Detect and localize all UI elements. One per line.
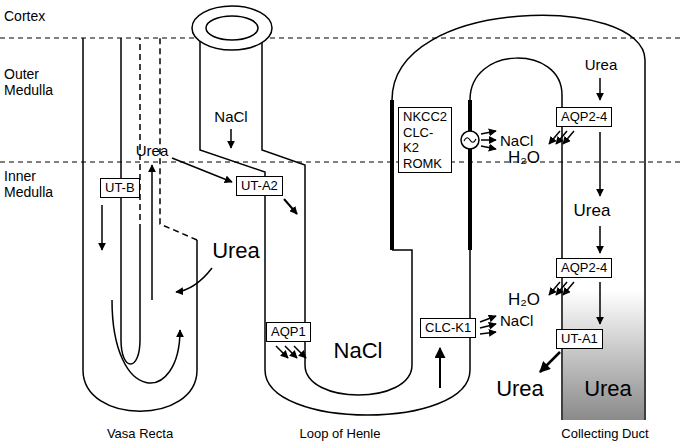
nephron-wall	[200, 41, 470, 415]
solute-label: NaCl	[334, 338, 383, 363]
box-text: CLC-K1	[425, 320, 471, 336]
solute-label: H₂O	[508, 290, 540, 310]
flow-arrow	[112, 300, 180, 383]
section-title: Loop of Henle	[300, 427, 381, 442]
flow-arrow	[172, 158, 232, 182]
zone-boundary	[0, 162, 684, 163]
vasa-recta-wall	[121, 38, 140, 364]
box-text: AQP2-4	[561, 109, 607, 125]
flow-arrow	[151, 165, 153, 300]
flow-arrow	[101, 205, 103, 250]
tubule-wall	[392, 15, 645, 420]
solute-label: Urea	[136, 142, 169, 159]
solute-label: NaCl	[500, 312, 533, 329]
zone-label: Inner Medulla	[4, 168, 68, 200]
flow-arrow	[480, 332, 496, 334]
nephron-wall	[262, 42, 412, 395]
box-text: UT-B	[105, 180, 135, 196]
section-title: Collecting Duct	[561, 427, 648, 442]
vasa-recta-wall	[160, 38, 197, 240]
channel-box: AQP2-4	[556, 258, 612, 278]
flow-arrow	[599, 132, 601, 196]
box-text: UT-A2	[241, 178, 278, 194]
solute-label: Urea	[212, 238, 260, 263]
flow-arrow	[284, 199, 297, 214]
solute-label: Urea	[496, 376, 544, 401]
flow-arrow	[599, 226, 601, 253]
flow-arrow	[481, 139, 496, 141]
solute-label: H₂O	[508, 148, 540, 168]
flow-arrow	[481, 146, 496, 149]
solute-label: Urea	[574, 201, 611, 221]
channel-box: AQP1	[266, 322, 311, 342]
channel-box: CLC-K1	[420, 318, 476, 338]
transporter-box: NKCC2 CLC-K2 ROMK	[398, 107, 452, 173]
pump-symbol	[464, 138, 476, 143]
glomerular-capsule	[192, 6, 272, 50]
thick-limb-wall	[468, 100, 472, 250]
channel-box: AQP2-4	[556, 107, 612, 127]
box-text: AQP2-4	[561, 260, 607, 276]
flow-arrow	[481, 131, 496, 134]
flow-arrow	[439, 348, 441, 388]
transporter-box: UT-A2	[236, 176, 283, 196]
duct-shading	[563, 290, 644, 420]
thick-limb-wall	[390, 100, 394, 250]
flow-arrow	[230, 129, 232, 148]
flow-arrow	[599, 78, 601, 100]
zone-boundary	[0, 38, 684, 39]
zone-label: Cortex	[4, 8, 45, 24]
zone-label: Outer Medulla	[4, 66, 68, 98]
flow-arrow	[480, 316, 496, 322]
flow-arrow	[176, 268, 212, 292]
solute-label: NaCl	[500, 132, 533, 149]
vasa-recta-wall	[83, 38, 197, 411]
section-title: Vasa Recta	[107, 427, 173, 442]
flow-arrow	[480, 324, 496, 328]
transporter-box: UT-A1	[556, 329, 603, 349]
vasa-recta-wall	[139, 38, 141, 230]
solute-label: Urea	[584, 376, 632, 401]
flow-arrow	[563, 131, 574, 144]
solute-label: NaCl	[214, 108, 247, 125]
box-text: UT-A1	[561, 331, 598, 347]
glomerular-capsule	[206, 16, 258, 40]
flow-arrow	[599, 282, 601, 324]
flow-arrow	[563, 282, 574, 295]
solute-label: Urea	[585, 56, 618, 73]
box-text: AQP1	[271, 324, 306, 340]
flow-arrow	[540, 352, 560, 372]
tubule-wall	[470, 58, 562, 420]
box-text: NKCC2 CLC-K2 ROMK	[403, 109, 447, 171]
pump-symbol	[461, 131, 479, 149]
flow-arrow	[294, 346, 306, 358]
transporter-box: UT-B	[100, 178, 140, 198]
